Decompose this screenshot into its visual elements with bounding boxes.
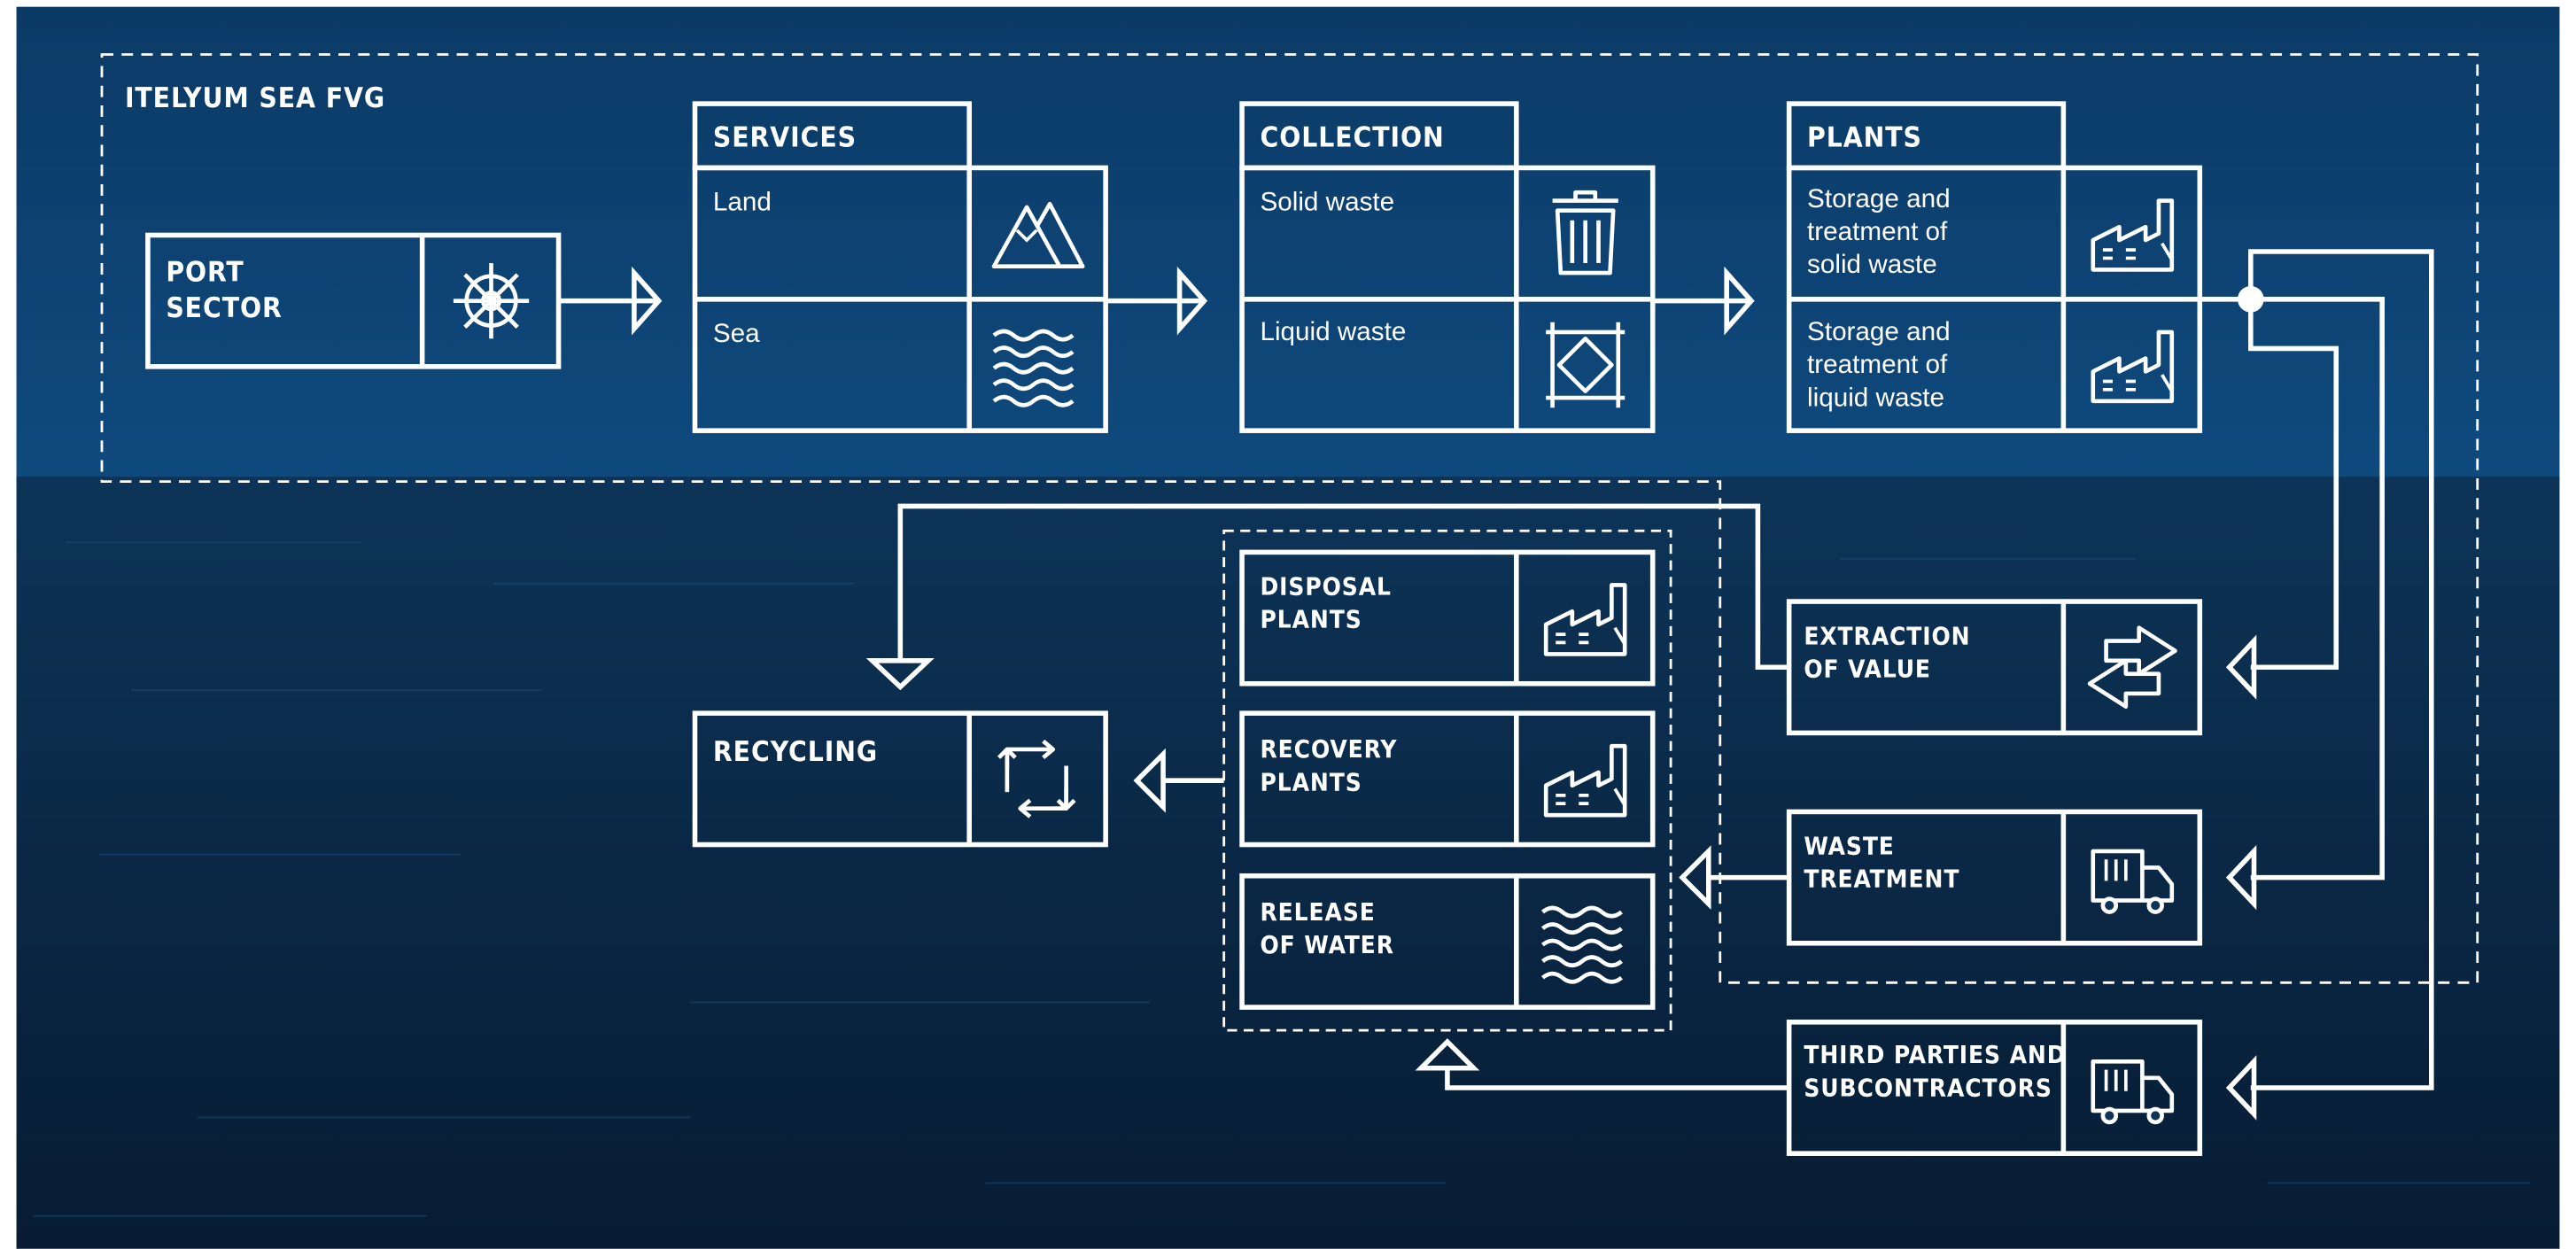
services-sea: Sea (713, 319, 760, 348)
trash-bin-icon (1552, 190, 1618, 275)
extraction-label-2: OF VALUE (1804, 654, 1931, 683)
third-parties-label-2: SUBCONTRACTORS (1804, 1073, 2052, 1102)
services-land: Land (713, 188, 772, 217)
arrowhead-into-waste-treatment (2225, 844, 2257, 911)
recycling-title: RECYCLING (713, 736, 878, 768)
plants-solid-line-3: solid waste (1807, 250, 1937, 279)
disposal-label-2: PLANTS (1260, 605, 1362, 634)
liquid-tank-icon (1546, 322, 1626, 408)
release-label-2: OF WATER (1260, 930, 1393, 959)
recovery-label-1: RECOVERY (1260, 734, 1397, 764)
arrowhead-into-third-parties (2225, 1055, 2257, 1121)
sea-ripples (33, 541, 2531, 1217)
recovery-label-2: PLANTS (1260, 767, 1362, 796)
arrow-destinations-to-recycling (1133, 748, 1224, 813)
services-box (692, 101, 1108, 433)
plants-solid-line-1: Storage and (1807, 184, 1951, 213)
disposal-plants-box (1239, 549, 1656, 687)
sea-background (16, 477, 2560, 1249)
branch-lines-from-plants (2200, 249, 2434, 1090)
port-sector-label-2: SECTOR (166, 292, 282, 324)
arrow-extraction-to-recycling (865, 503, 1789, 691)
waste-treatment-label-1: WASTE (1804, 832, 1895, 861)
extraction-label-1: EXTRACTION (1804, 621, 1970, 650)
collection-liquid: Liquid waste (1260, 317, 1406, 346)
collection-title: COLLECTION (1260, 121, 1444, 153)
services-title: SERVICES (713, 121, 857, 153)
waste-treatment-label-2: TREATMENT (1804, 865, 1959, 894)
itelyum-boundary (100, 53, 2479, 984)
third-parties-label-1: THIRD PARTIES AND (1804, 1040, 2066, 1069)
arrow-services-to-collection (1106, 266, 1208, 336)
recycle-arrows-icon (997, 739, 1076, 818)
arrow-collection-to-plants (1652, 266, 1755, 336)
branch-node (2237, 285, 2264, 313)
arrow-third-parties-to-destinations (1415, 1038, 1789, 1090)
arrow-port-to-services (558, 266, 663, 336)
release-label-1: RELEASE (1260, 897, 1375, 927)
plants-box (1786, 101, 2203, 433)
arrow-treatment-to-destinations (1679, 845, 1789, 910)
recycling-box (692, 710, 1108, 848)
sky-background (16, 6, 2560, 484)
plants-liquid-line-2: treatment of (1807, 350, 1948, 379)
company-label: ITELYUM SEA FVG (125, 82, 385, 114)
exchange-arrows-icon (2087, 625, 2177, 710)
recovery-plants-box (1239, 710, 1656, 848)
plants-liquid-line-3: liquid waste (1807, 383, 1944, 412)
arrowhead-into-extraction (2225, 634, 2257, 700)
labels: PORT SECTOR SERVICES Land Sea COLLECTION… (166, 121, 2066, 1102)
ship-wheel-icon (453, 262, 530, 339)
plants-liquid-line-1: Storage and (1807, 317, 1951, 346)
plants-title: PLANTS (1807, 121, 1922, 153)
release-of-water-box (1239, 873, 1656, 1010)
port-sector-label-1: PORT (166, 256, 244, 288)
collection-solid: Solid waste (1260, 188, 1394, 217)
mountains-icon (991, 201, 1085, 269)
plants-solid-line-2: treatment of (1807, 217, 1948, 246)
disposal-label-1: DISPOSAL (1260, 572, 1391, 601)
